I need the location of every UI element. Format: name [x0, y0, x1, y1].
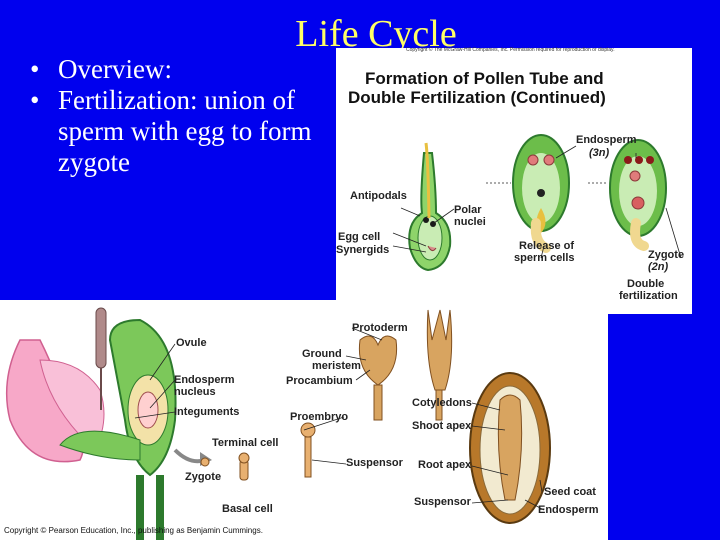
label-protoderm: Protoderm: [352, 322, 408, 334]
figure-double-fertilization: Copyright © The McGraw-Hill Companies, I…: [336, 47, 692, 314]
seed-drawing: [469, 372, 551, 524]
label-basal-cell: Basal cell: [222, 503, 273, 515]
label-ovule: Ovule: [176, 337, 207, 349]
embryo-sac-2: [609, 139, 667, 251]
pointer-lines-bottom: [134, 327, 545, 511]
figure-top-title: Formation of Pollen Tube and Double Fert…: [348, 69, 606, 107]
label-double-fertilization: Double fertilization: [619, 278, 678, 302]
embryo-development-illustration: [5, 307, 551, 540]
figure-top-title-line1: Formation of Pollen Tube and: [365, 69, 604, 88]
label-procambium: Procambium: [286, 375, 353, 387]
label-egg-cell: Egg cell: [338, 231, 381, 243]
label-ground-meristem: Ground meristem: [302, 348, 361, 372]
label-integuments: Integuments: [174, 406, 240, 418]
label-endosperm: Endosperm: [576, 134, 637, 146]
figure-top-title-line2: Double Fertilization (Continued): [348, 88, 606, 107]
label-zygote: Zygote (2n): [648, 249, 685, 273]
label-polar-nuclei: Polar nuclei: [454, 204, 486, 228]
label-antipodals: Antipodals: [350, 190, 407, 202]
label-suspensor-1: Suspensor: [346, 457, 403, 469]
label-endosperm-ploidy: (3n): [589, 147, 610, 159]
label-endosperm-nucleus: Endosperm nucleus: [174, 374, 235, 398]
flower-drawing: [5, 307, 177, 540]
figure-top-copyright: Copyright © The McGraw-Hill Companies, I…: [406, 47, 615, 53]
double-fertilization-illustration: [392, 134, 682, 272]
label-terminal-cell: Terminal cell: [212, 437, 279, 449]
label-cotyledons: Cotyledons: [412, 397, 472, 409]
ovule-drawing: [408, 142, 452, 272]
label-root-apex: Root apex: [418, 459, 472, 471]
pointer-lines: [392, 145, 682, 259]
label-release-of-sperm: Release of sperm cells: [514, 240, 575, 264]
embryo-sac-1: [512, 134, 570, 253]
figure-embryo-development: Ovule Endosperm nucleus Integuments Term…: [0, 300, 608, 540]
label-shoot-apex: Shoot apex: [412, 420, 472, 432]
label-synergids: Synergids: [336, 244, 390, 256]
label-endosperm-bottom: Endosperm: [538, 504, 599, 516]
bullet-list: Overview: Fertilization: union of sperm …: [30, 54, 358, 178]
label-suspensor-2: Suspensor: [414, 496, 471, 508]
label-seed-coat: Seed coat: [544, 486, 596, 498]
label-proembryo: Proembryo: [290, 411, 349, 423]
bullet-overview: Overview:: [30, 54, 358, 85]
figure-bottom-copyright: Copyright © Pearson Education, Inc., pub…: [4, 526, 263, 535]
label-zygote-bottom: Zygote: [185, 471, 222, 483]
bullet-fertilization: Fertilization: union of sperm with egg t…: [30, 85, 358, 178]
